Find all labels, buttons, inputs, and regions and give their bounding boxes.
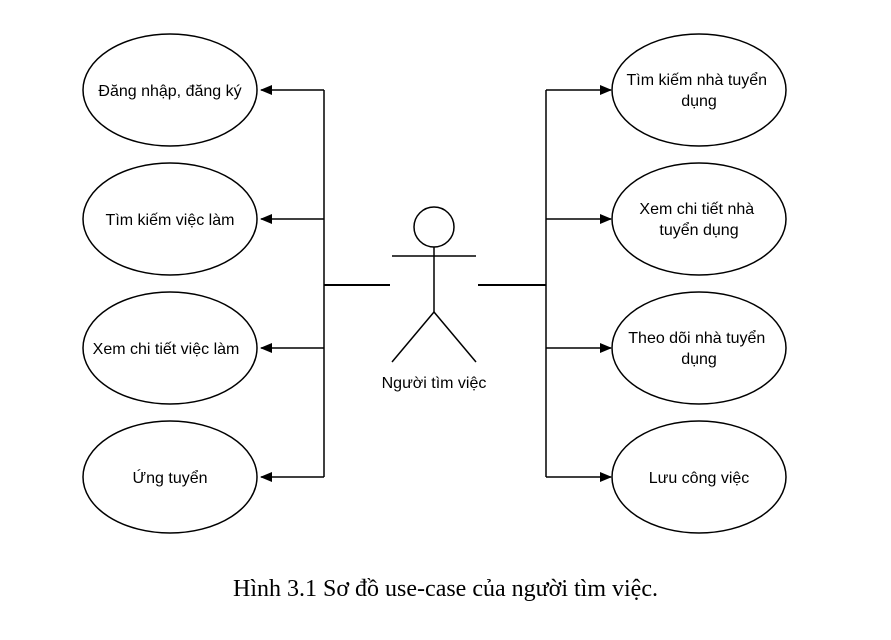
figure-caption: Hình 3.1 Sơ đồ use-case của người tìm vi… <box>233 576 658 602</box>
left-connectors <box>260 85 390 482</box>
use-case-left-3: Xem chi tiết việc làm <box>82 291 258 405</box>
use-case-ellipse <box>82 420 258 534</box>
use-case-label: Lưu công việc <box>649 470 750 487</box>
right-connectors <box>478 85 612 482</box>
use-case-label: Xem chi tiết việc làm <box>93 341 240 358</box>
use-case-label-line: Đăng nhập, đăng ký <box>98 83 241 100</box>
use-case-label-line: Ứng tuyển <box>132 468 207 487</box>
use-case-ellipse <box>82 33 258 147</box>
use-case-label: Xem chi tiết nhà tuyển dụng <box>639 201 758 239</box>
use-case-ellipse <box>611 162 787 276</box>
actor-left-leg <box>391 311 435 363</box>
use-case-label-line: dụng <box>681 351 717 368</box>
actor-head <box>413 206 455 248</box>
use-case-label: Tìm kiếm việc làm <box>106 212 235 229</box>
use-case-label-line: Theo dõi nhà tuyển <box>628 329 765 347</box>
use-case-label-line: dụng <box>681 93 717 110</box>
use-case-right-2: Xem chi tiết nhà tuyển dụng <box>611 162 787 276</box>
use-case-ellipse <box>82 291 258 405</box>
use-case-ellipse <box>611 420 787 534</box>
use-case-left-4: Ứng tuyển <box>82 420 258 534</box>
use-case-ellipse <box>611 33 787 147</box>
use-case-label-line: Xem chi tiết nhà <box>639 201 754 218</box>
actor-right-leg <box>433 311 477 363</box>
use-case-label-line: Tìm kiếm nhà tuyển <box>627 71 768 89</box>
use-case-label: Theo dõi nhà tuyển dụng <box>628 329 769 368</box>
use-case-right-4: Lưu công việc <box>611 420 787 534</box>
use-case-left-2: Tìm kiếm việc làm <box>82 162 258 276</box>
use-case-left-1: Đăng nhập, đăng ký <box>82 33 258 147</box>
actor-figure <box>391 206 477 363</box>
use-case-label: Tìm kiếm nhà tuyển dụng <box>627 71 772 110</box>
use-case-label-line: Lưu công việc <box>649 470 750 487</box>
use-case-right-3: Theo dõi nhà tuyển dụng <box>611 291 787 405</box>
use-case-label: Ứng tuyển <box>132 468 207 487</box>
actor-label: Người tìm việc <box>382 375 487 392</box>
use-case-ellipse <box>611 291 787 405</box>
use-case-right-1: Tìm kiếm nhà tuyển dụng <box>611 33 787 147</box>
use-case-label-line: Tìm kiếm việc làm <box>106 212 235 229</box>
use-case-label-line: tuyển dụng <box>659 221 738 239</box>
use-case-label: Đăng nhập, đăng ký <box>98 83 241 100</box>
use-case-ellipse <box>82 162 258 276</box>
use-case-label-line: Xem chi tiết việc làm <box>93 341 240 358</box>
